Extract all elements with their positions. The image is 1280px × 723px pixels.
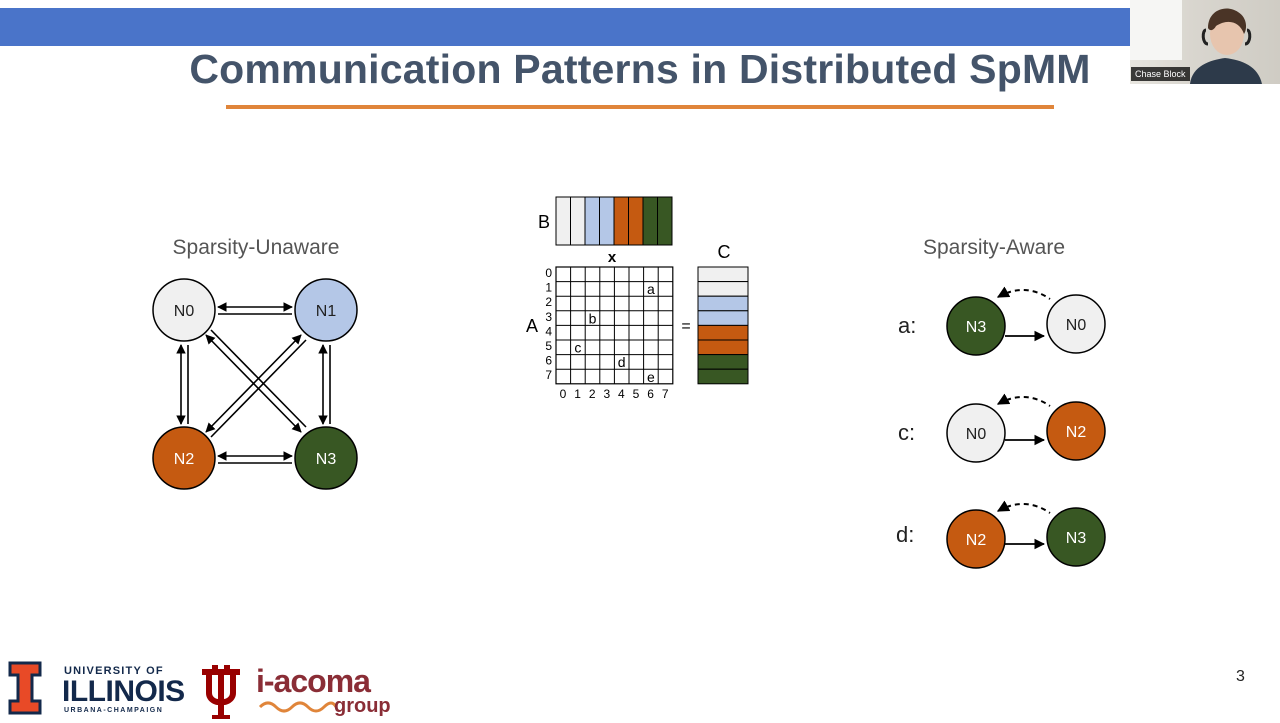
matrix-col-label: 5: [633, 387, 640, 401]
matrix-col-label: 2: [589, 387, 596, 401]
unaware-node-n3: N3: [294, 426, 358, 490]
pair-label: c:: [898, 420, 915, 445]
pair-to-node: [1046, 401, 1106, 461]
matrix-row-label: 1: [545, 281, 552, 295]
pair-to-label: N3: [1066, 530, 1087, 547]
pair-from-node: [946, 403, 1006, 463]
b-column-6: [642, 196, 658, 246]
aware-pair-a: a: N3 N0: [898, 286, 1106, 356]
edge-n1-n2-a: [205, 334, 302, 433]
dashed-return-arrow: [996, 500, 1051, 514]
node-label: N0: [174, 303, 195, 320]
matrix-nonzero-entry: e: [647, 369, 655, 385]
matrix-c-label: C: [718, 242, 731, 262]
matrix-row-label: 4: [545, 324, 552, 338]
matrix-col-label: 0: [560, 387, 567, 401]
node-label: N3: [316, 451, 337, 468]
equals-sign: =: [681, 318, 690, 335]
participant-name-tag: Chase Block: [1131, 67, 1190, 81]
aware-pair-c: c: N0 N2: [898, 393, 1106, 463]
matrix-times-label: x: [608, 249, 617, 266]
matrix-col-label: 4: [618, 387, 625, 401]
matrix-nonzero-entry: c: [574, 340, 581, 356]
matrix-nonzero-entry: b: [589, 310, 597, 326]
c-row-3: [697, 310, 749, 326]
matrix-row-label: 0: [545, 266, 552, 280]
b-column-0: [555, 196, 571, 246]
iacoma-group-text: group: [334, 695, 391, 717]
pair-label: a:: [898, 313, 916, 338]
participant-avatar: [1190, 8, 1262, 84]
matrix-row-label: 5: [545, 339, 552, 353]
iu-trident-icon: [202, 665, 240, 719]
dashed-return-arrow: [996, 393, 1051, 407]
c-row-4: [697, 324, 749, 341]
c-row-1: [697, 281, 749, 297]
matrix-a-entries: a bc d e: [574, 281, 655, 385]
b-column-3: [599, 196, 615, 246]
matrix-b-label: B: [538, 212, 550, 232]
unaware-node-n1: N1: [294, 278, 358, 342]
matrix-nonzero-entry: a: [647, 281, 655, 297]
edge-n1-n2-b: [210, 339, 307, 438]
pair-to-node: [1046, 294, 1106, 354]
matrix-col-label: 3: [603, 387, 610, 401]
node-label: N1: [316, 303, 337, 320]
unaware-node-n2: N2: [152, 426, 216, 490]
unaware-label: Sparsity-Unaware: [173, 236, 340, 259]
unaware-node-n0: N0: [152, 278, 216, 342]
b-column-4: [613, 196, 629, 246]
matrix-row-label: 7: [545, 368, 552, 382]
b-column-1: [570, 196, 586, 246]
title-underline: [226, 105, 1054, 109]
matrix-row-label: 2: [545, 295, 552, 309]
pair-from-node: [946, 509, 1006, 569]
illinois-main-text: ILLINOIS: [62, 675, 185, 708]
pair-from-label: N0: [966, 426, 987, 443]
pair-from-node: [946, 296, 1006, 356]
pair-to-node: [1046, 507, 1106, 567]
pair-from-label: N2: [966, 532, 987, 549]
illinois-block-i-icon: [8, 661, 42, 715]
matrix-col-label: 1: [574, 387, 581, 401]
title-accent-bar: [0, 8, 1280, 46]
matrix-col-label: 7: [662, 387, 669, 401]
aware-label: Sparsity-Aware: [923, 236, 1065, 259]
matrix-nonzero-entry: d: [618, 354, 626, 370]
dashed-return-arrow: [996, 286, 1051, 300]
matrix-col-label: 6: [647, 387, 654, 401]
matrix-a-grid: [555, 266, 674, 385]
c-row-7: [697, 368, 749, 385]
unaware-edges: [176, 302, 331, 464]
slide-title: Communication Patterns in Distributed Sp…: [189, 46, 1091, 92]
illinois-sub-text: URBANA-CHAMPAIGN: [64, 707, 164, 714]
node-label: N2: [174, 451, 195, 468]
footer-logos: UNIVERSITY OF ILLINOIS URBANA-CHAMPAIGN …: [0, 655, 400, 720]
pair-to-label: N2: [1066, 424, 1087, 441]
pair-to-label: N0: [1066, 317, 1087, 334]
matrix-b-strip: [555, 196, 673, 246]
aware-pair-d: d: N2 N3: [896, 500, 1106, 569]
c-row-6: [697, 354, 749, 370]
b-column-2: [584, 196, 600, 246]
pair-from-label: N3: [966, 319, 987, 336]
c-row-2: [697, 295, 749, 312]
matrix-a-label: A: [526, 316, 538, 336]
video-window: [1130, 0, 1182, 60]
pair-label: d:: [896, 522, 914, 547]
c-row-5: [697, 339, 749, 356]
c-row-0: [697, 266, 749, 283]
b-column-7: [657, 196, 673, 246]
matrix-c-strip: [697, 266, 749, 385]
illinois-top-text: UNIVERSITY OF: [64, 665, 164, 677]
iacoma-logo-text: i-acoma: [256, 663, 371, 699]
slide-number: 3: [1236, 668, 1245, 685]
b-column-5: [628, 196, 644, 246]
iacoma-wave-icon: [258, 701, 338, 713]
matrix-row-label: 6: [545, 354, 552, 368]
matrix-row-label: 3: [545, 310, 552, 324]
